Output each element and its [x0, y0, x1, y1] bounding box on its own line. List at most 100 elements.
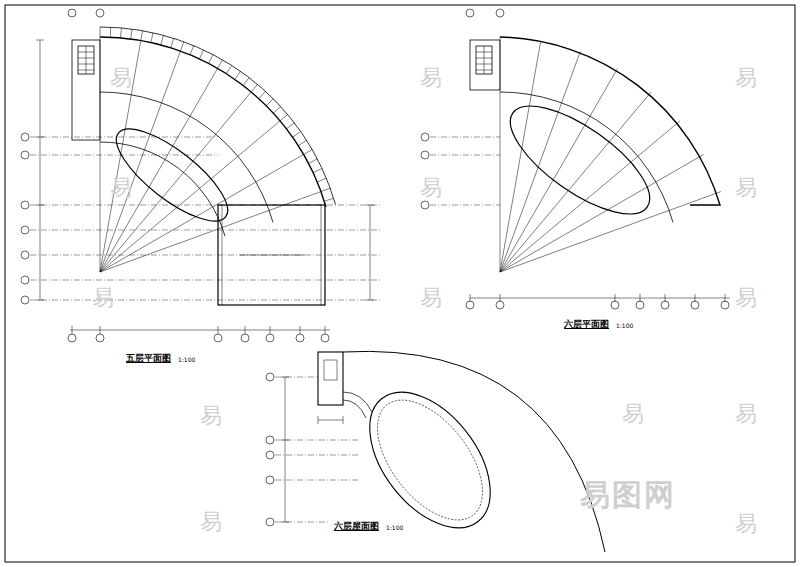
axis-bubbles [241, 334, 249, 342]
watermark: 易 [735, 176, 757, 200]
watermark: 易 [200, 510, 222, 534]
axis-bubbles [296, 334, 304, 342]
corridor-arc [500, 92, 673, 222]
balcony-ticks [304, 150, 313, 155]
corridor-arc [100, 92, 273, 222]
scale-note: 1:100 [178, 357, 195, 364]
grid-lines [275, 377, 360, 522]
balcony-ticks [218, 60, 223, 69]
roof-edge [343, 351, 605, 552]
fifth-floor-plan [21, 9, 380, 342]
balcony-ticks [273, 107, 280, 114]
axis-bubbles [496, 9, 504, 17]
stair-treads [476, 46, 492, 74]
balcony-ticks [251, 84, 257, 92]
balcony-ticks [141, 31, 143, 41]
axis-bubbles [266, 518, 274, 526]
axis-bubbles [661, 301, 669, 309]
balcony-ticks [324, 198, 334, 201]
axis-bubbles [421, 201, 429, 209]
watermark: 易 [622, 402, 644, 426]
balcony-ticks [226, 65, 231, 73]
sheet-frame [5, 5, 795, 562]
dimension-lines [36, 40, 374, 300]
stair-roof [318, 352, 343, 405]
axis-bubbles [421, 9, 729, 309]
watermark: 易 [110, 176, 132, 200]
axis-bubbles [611, 301, 619, 309]
axis-bubbles [96, 9, 104, 17]
stair [78, 46, 94, 74]
sixth-floor-plan [421, 9, 730, 309]
watermark: 易 [110, 66, 132, 90]
axis-bubbles [21, 133, 29, 141]
scale-note: 1:100 [616, 323, 633, 330]
watermark: 易 [735, 512, 757, 536]
balcony-ticks [235, 71, 241, 79]
axis-bubbles [691, 301, 699, 309]
watermark: 易 [735, 66, 757, 90]
balcony-ticks [180, 42, 183, 51]
balcony-ticks [131, 29, 132, 39]
dimension-lines [470, 294, 730, 302]
axis-bubbles [21, 201, 29, 209]
watermark: 易图网 [580, 478, 676, 511]
radial-axes [500, 37, 721, 272]
axis-bubbles [496, 301, 504, 309]
balcony-ticks [190, 46, 194, 55]
axis-bubbles [266, 334, 274, 342]
balcony-ticks [286, 123, 294, 129]
balcony-ticks [120, 28, 122, 38]
stair-core [72, 40, 100, 140]
axis-bubbles [21, 276, 29, 284]
axis-bubbles [21, 9, 329, 342]
balcony-ticks [243, 78, 249, 86]
skylight-ring [357, 381, 503, 538]
stair [476, 46, 492, 74]
axis-bubbles [636, 301, 644, 309]
balcony-ticks [209, 55, 214, 64]
roof-hatch [324, 360, 337, 380]
axis-bubbles [266, 373, 274, 381]
balcony-ticks [151, 33, 153, 43]
axis-bubbles [21, 226, 29, 234]
axis-bubbles [266, 476, 274, 484]
balcony-ticks [280, 115, 288, 121]
scale-note: 1:100 [386, 525, 403, 532]
watermark: 易 [420, 176, 442, 200]
drawing-title: 六层屋面图 [333, 522, 380, 532]
balcony-ticks [321, 188, 330, 191]
axis-bubbles [266, 451, 274, 459]
axis-bubbles [21, 151, 29, 159]
atrium-void [494, 87, 665, 233]
axis-bubbles [68, 9, 76, 17]
axis-bubbles [96, 334, 104, 342]
grid-lines [30, 137, 380, 300]
stair-treads [78, 46, 94, 74]
balcony-ticks [298, 140, 306, 145]
axis-bubbles [721, 301, 729, 309]
watermark: 易 [420, 66, 442, 90]
watermark: 易 [420, 286, 442, 310]
axis-bubbles [421, 133, 429, 141]
roof-plan [266, 351, 605, 552]
dimension-lines [70, 326, 330, 334]
watermark: 易 [735, 286, 757, 310]
axis-bubbles [266, 373, 274, 526]
dimension-lines [281, 377, 343, 522]
balcony-ticks [100, 27, 101, 37]
balcony-ticks [317, 178, 326, 182]
axis-bubbles [466, 9, 474, 17]
axis-bubbles [466, 301, 474, 309]
watermark: 易 [200, 404, 222, 428]
axis-bubbles [68, 334, 76, 342]
balcony-ticks [266, 99, 273, 106]
watermark: 易 [735, 402, 757, 426]
radial-axes [100, 37, 321, 272]
stair-core [470, 40, 500, 90]
balcony-ticks [199, 50, 203, 59]
axis-bubbles [421, 151, 429, 159]
balcony-ticks [171, 38, 174, 48]
axis-bubbles [321, 334, 329, 342]
